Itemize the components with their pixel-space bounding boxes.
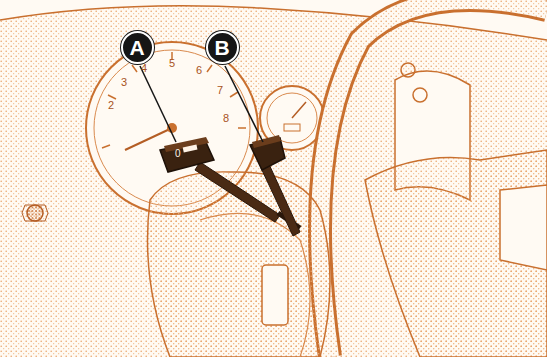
gauge-numeral: 5 bbox=[169, 58, 175, 69]
gauge-numeral: 7 bbox=[217, 85, 223, 96]
callout-circle: A bbox=[121, 31, 154, 64]
gauge-numeral: 8 bbox=[223, 113, 229, 124]
callout-letter: A bbox=[129, 37, 144, 58]
stalk-marking: 0 bbox=[175, 149, 181, 159]
callout-letter: B bbox=[214, 37, 229, 58]
gauge-numeral: 6 bbox=[196, 65, 202, 76]
callout-circle: B bbox=[206, 31, 239, 64]
gauge-numeral: 3 bbox=[121, 77, 127, 88]
gauge-numeral: 4 bbox=[141, 63, 147, 74]
gauge-numeral: 2 bbox=[108, 100, 114, 111]
